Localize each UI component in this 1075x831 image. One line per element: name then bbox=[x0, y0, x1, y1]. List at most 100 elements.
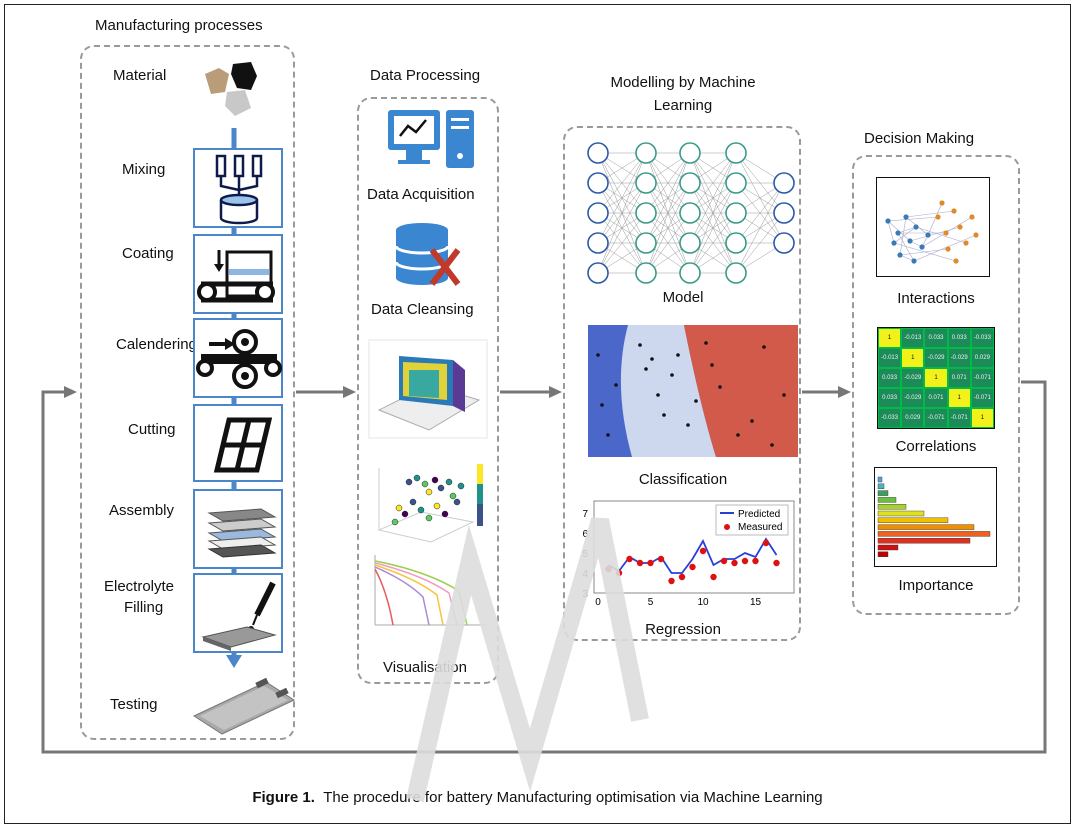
class-point bbox=[710, 363, 714, 367]
network-node bbox=[919, 244, 925, 250]
nn-node bbox=[725, 232, 747, 254]
matrix-cell: 0.029 bbox=[901, 408, 925, 428]
scatter-point bbox=[457, 482, 465, 490]
network-node bbox=[903, 214, 909, 220]
scatter-point bbox=[417, 506, 425, 514]
measured-point bbox=[636, 559, 644, 567]
network-node bbox=[969, 214, 975, 220]
nn-node bbox=[679, 172, 701, 194]
cutting-box bbox=[193, 404, 283, 482]
network-node bbox=[895, 230, 901, 236]
measured-point bbox=[773, 559, 780, 567]
network-node bbox=[939, 200, 945, 206]
matrix-cell: 1 bbox=[970, 408, 994, 428]
matrix-cell: -0.029 bbox=[901, 368, 925, 388]
matrix-cell: -0.013 bbox=[901, 328, 925, 348]
class-point bbox=[736, 433, 740, 437]
measured-point bbox=[710, 573, 717, 581]
database-tools-icon bbox=[394, 223, 461, 286]
matrix-cell: 1 bbox=[947, 388, 971, 408]
measured-point bbox=[699, 547, 707, 555]
measured-point bbox=[720, 557, 728, 565]
figure-number: Figure 1. bbox=[252, 789, 315, 806]
matrix-cell: -0.071 bbox=[970, 368, 994, 388]
class-point bbox=[676, 353, 680, 357]
importance-label: Importance bbox=[898, 577, 974, 594]
network-node bbox=[911, 258, 917, 264]
coater-icon bbox=[197, 250, 275, 303]
network-node bbox=[945, 246, 951, 252]
nn-node bbox=[635, 202, 657, 224]
data-cleansing-label: Data Cleansing bbox=[371, 301, 474, 318]
class-point bbox=[750, 419, 754, 423]
step-testing: Testing bbox=[110, 696, 158, 713]
reg-xtick: 0 bbox=[595, 597, 601, 608]
network-node bbox=[957, 224, 963, 230]
matrix-cell: 1 bbox=[878, 328, 902, 348]
step-material: Material bbox=[113, 67, 167, 84]
class-point bbox=[662, 413, 666, 417]
step-electrolyte: Electrolyte bbox=[104, 578, 175, 595]
network-node bbox=[963, 240, 969, 246]
network-node bbox=[891, 240, 897, 246]
scatter-point bbox=[405, 478, 413, 486]
class-point bbox=[782, 393, 786, 397]
importance-bar bbox=[877, 537, 971, 544]
measured-point bbox=[731, 559, 738, 567]
scatter-point bbox=[431, 476, 439, 484]
importance-bar bbox=[877, 504, 907, 510]
figure-frame bbox=[4, 4, 1071, 824]
decision-panel bbox=[852, 155, 1020, 615]
modelling-title-line1: Modelling by Machine bbox=[610, 74, 756, 91]
importance-bar bbox=[877, 524, 975, 530]
cut-grid-icon bbox=[213, 417, 273, 473]
measured-point bbox=[678, 573, 686, 581]
class-point bbox=[718, 385, 722, 389]
class-point bbox=[656, 393, 660, 397]
nn-node bbox=[773, 232, 795, 254]
network-node bbox=[973, 232, 979, 238]
matrix-cell: 0.029 bbox=[970, 348, 994, 368]
measured-point bbox=[626, 555, 633, 563]
class-point bbox=[614, 383, 618, 387]
processing-panel bbox=[357, 97, 499, 684]
computer-icon bbox=[388, 110, 474, 168]
nn-node bbox=[635, 262, 657, 284]
scatter-point bbox=[441, 510, 449, 518]
step-cutting: Cutting bbox=[128, 421, 176, 438]
scatter-point bbox=[437, 484, 445, 492]
matrix-cell: 0.071 bbox=[947, 368, 971, 388]
matrix-cell: 0.033 bbox=[878, 368, 902, 388]
electrolyte-dropper-icon bbox=[201, 581, 277, 651]
nn-node bbox=[587, 232, 609, 254]
nn-node bbox=[635, 232, 657, 254]
matrix-cell: -0.029 bbox=[901, 388, 925, 408]
network-node bbox=[907, 238, 913, 244]
step-coating: Coating bbox=[122, 245, 174, 262]
3d-scatter-points bbox=[391, 474, 465, 526]
matrix-cell: -0.071 bbox=[947, 408, 971, 428]
nn-node bbox=[635, 172, 657, 194]
matrix-cell: -0.033 bbox=[878, 408, 902, 428]
neural-network-diagram bbox=[587, 142, 795, 284]
nn-node bbox=[679, 262, 701, 284]
nn-node bbox=[587, 172, 609, 194]
scatter-point bbox=[453, 498, 461, 506]
class-point bbox=[600, 403, 604, 407]
calendering-box bbox=[193, 318, 283, 398]
class-point bbox=[606, 433, 610, 437]
importance-bar bbox=[877, 517, 949, 523]
scatter-point bbox=[449, 492, 457, 500]
class-point bbox=[596, 353, 600, 357]
manufacturing-panel bbox=[80, 45, 295, 740]
matrix-cell: 1 bbox=[924, 368, 948, 388]
network-node bbox=[897, 252, 903, 258]
scatter-point bbox=[433, 502, 441, 510]
classification-points bbox=[596, 341, 786, 447]
class-point bbox=[686, 423, 690, 427]
class-point bbox=[770, 443, 774, 447]
scatter-point bbox=[421, 480, 429, 488]
class-point bbox=[670, 373, 674, 377]
